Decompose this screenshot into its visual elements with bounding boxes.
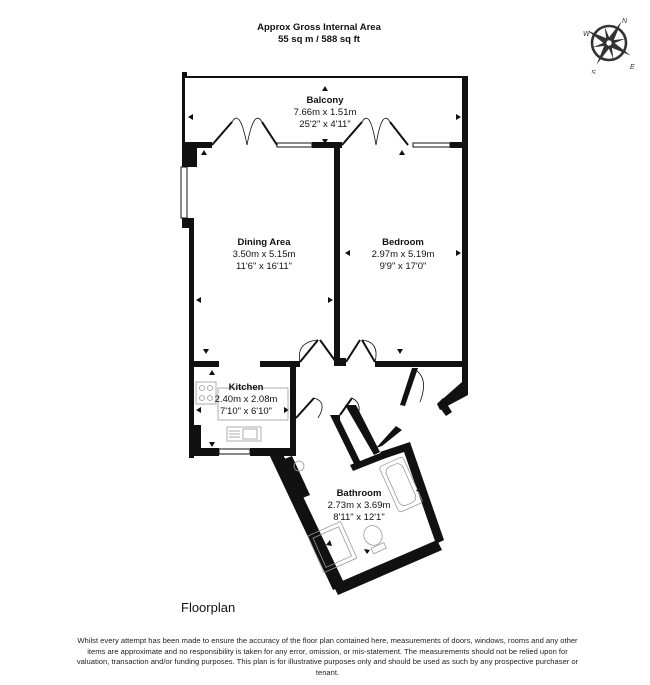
room-name: Dining Area [237,237,291,248]
floorplan-drawing [180,72,468,595]
area-title: Approx Gross Internal Area [257,22,381,33]
svg-text:N: N [622,18,628,25]
room-metric: 2.97m x 5.19m [371,249,435,260]
room-metric: 3.50m x 5.15m [232,249,296,260]
disclaimer-text: Whilst every attempt has been made to en… [76,636,579,677]
room-imperial: 25'2" x 4'11" [299,119,351,130]
room-name: Balcony [306,95,344,106]
svg-text:W: W [583,31,591,38]
room-metric: 2.40m x 2.08m [214,394,278,405]
svg-text:S: S [591,70,596,74]
room-bathroom: Bathroom 2.73m x 3.69m 8'11" x 12'1" [328,488,391,524]
room-balcony: Balcony 7.66m x 1.51m 25'2" x 4'11" [294,95,357,131]
room-imperial: 7'10" x 6'10" [219,406,273,417]
room-bedroom: Bedroom 2.97m x 5.19m 9'9" x 17'0" [372,237,435,273]
room-kitchen: Kitchen 2.40m x 2.08m 7'10" x 6'10" [215,382,278,418]
balcony-east-wall [462,76,468,146]
compass-rose-icon: N E W S [583,18,635,74]
room-metric: 7.66m x 1.51m [293,107,357,118]
area-header: Approx Gross Internal Area 55 sq m / 588… [0,22,650,46]
room-name: Bedroom [382,237,424,248]
room-metric: 2.73m x 3.69m [327,500,391,511]
floorplan-title: Floorplan [181,600,236,615]
room-imperial: 8'11" x 12'1" [333,512,385,523]
balcony-rail [182,76,466,78]
svg-text:E: E [630,64,635,71]
room-name: Bathroom [336,488,382,499]
area-value: 55 sq m / 588 sq ft [278,34,360,45]
room-name: Kitchen [228,382,264,393]
room-imperial: 9'9" x 17'0" [379,261,427,272]
room-imperial: 11'6" x 16'11" [236,261,292,272]
room-dining-area: Dining Area 3.50m x 5.15m 11'6" x 16'11" [233,237,296,273]
